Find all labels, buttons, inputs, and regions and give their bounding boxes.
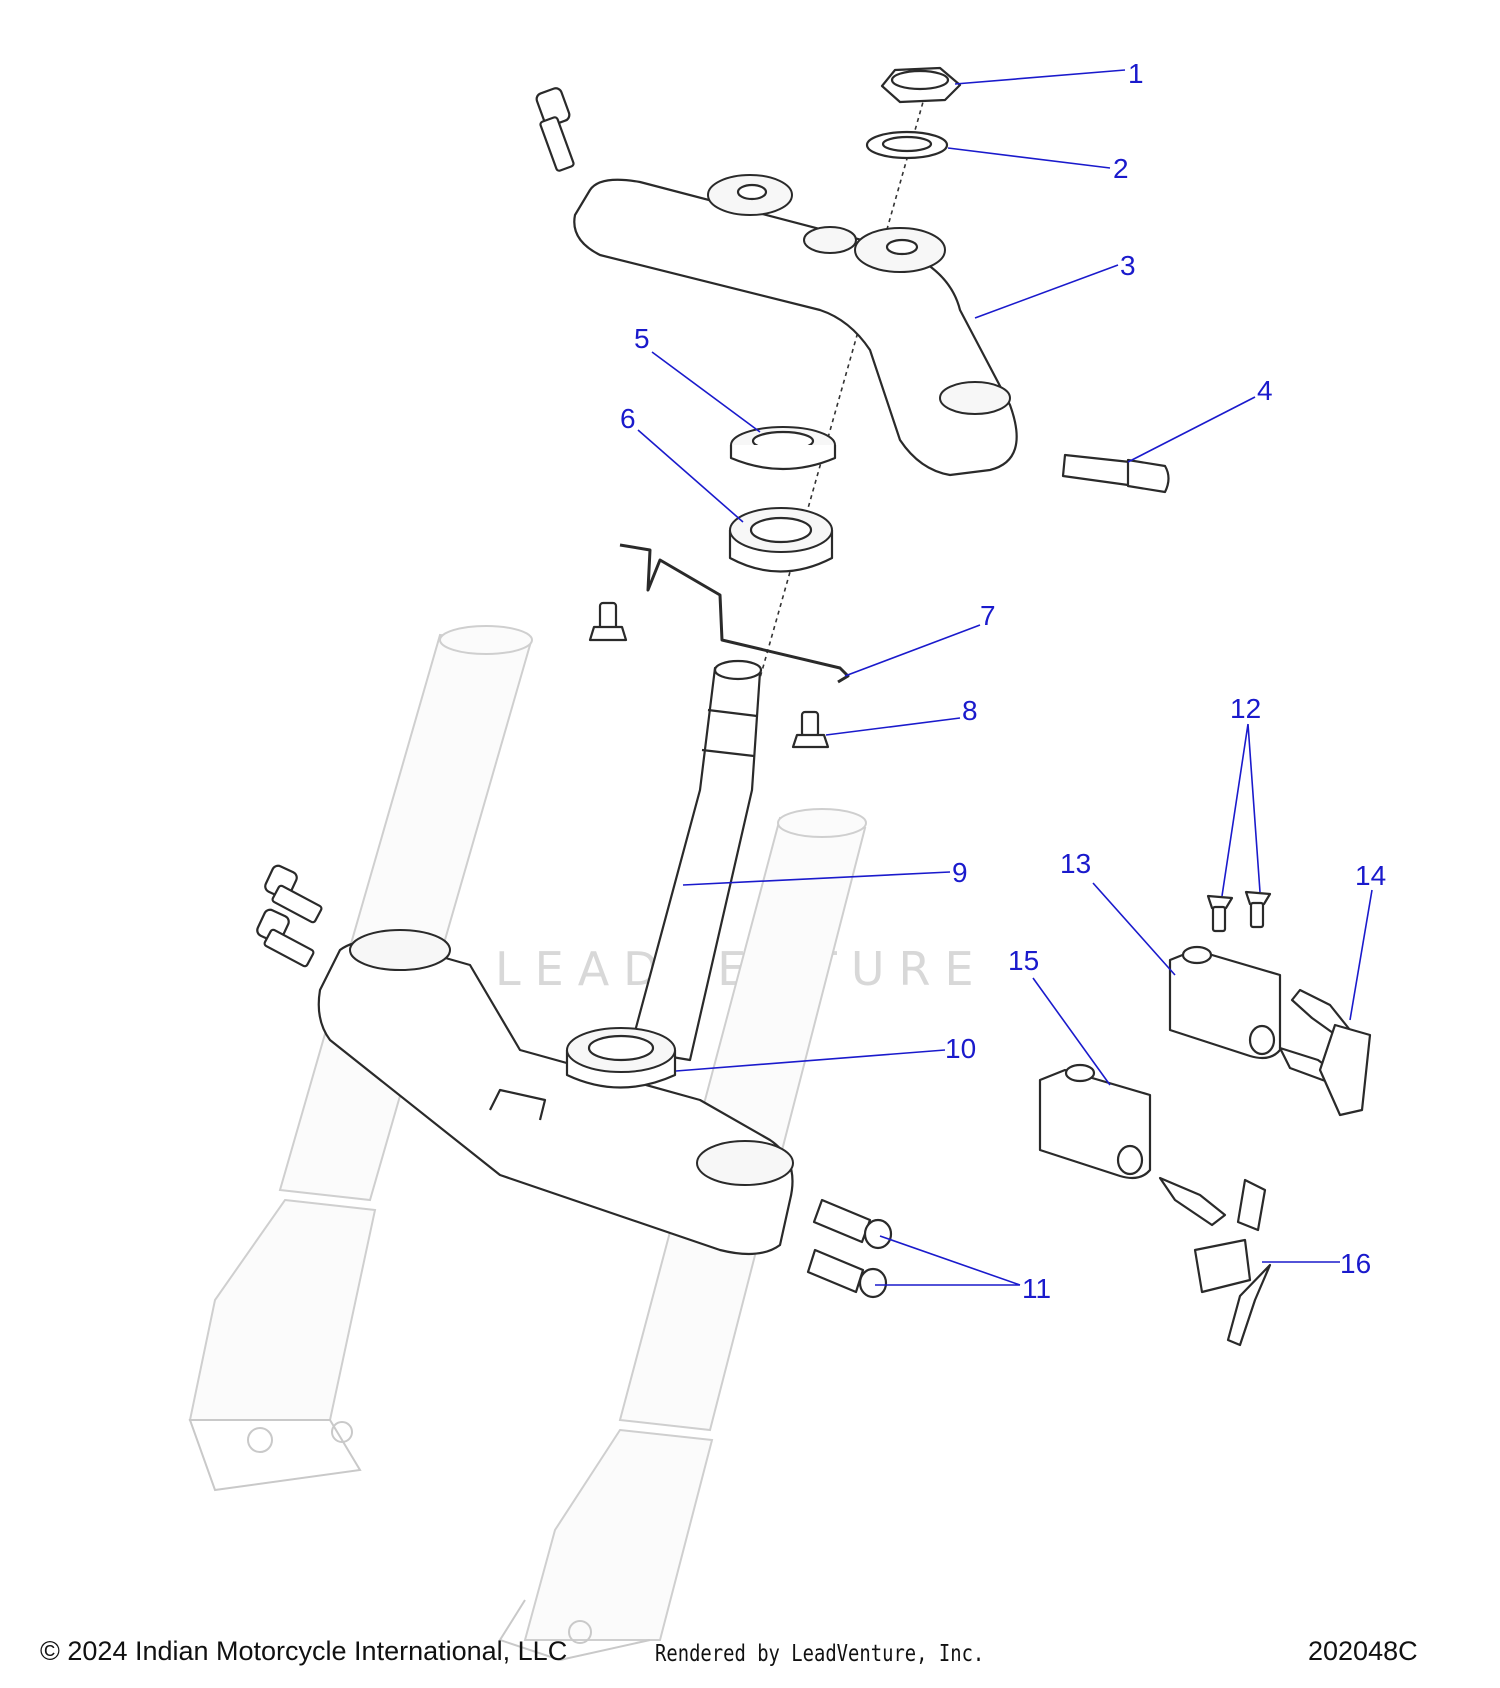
leader-lines	[637, 69, 1373, 1286]
callout-5: 5	[634, 323, 650, 354]
drawing-number: 202048C	[1308, 1636, 1418, 1666]
callout-10: 10	[945, 1033, 976, 1064]
wire-bracket	[619, 543, 850, 684]
callout-3: 3	[1120, 250, 1136, 281]
pinch-bolt	[1061, 453, 1170, 494]
lower-clamp-bolts-right	[806, 1198, 893, 1299]
stem-washer	[865, 130, 949, 160]
callout-labels: 1 2 3 4 5 6 7 8 9 10 11 12 13 14 15 16	[620, 58, 1386, 1304]
lock-cylinder-lower	[1038, 1063, 1152, 1180]
fork-tube-left	[188, 625, 533, 1492]
callout-2: 2	[1113, 153, 1129, 184]
lower-clamp-bolts-left	[256, 864, 323, 968]
callout-6: 6	[620, 403, 636, 434]
callout-13: 13	[1060, 848, 1091, 879]
callout-1: 1	[1128, 58, 1144, 89]
bracket-bolt	[588, 601, 628, 642]
upper-triple-clamp	[573, 174, 1018, 477]
keys-lower-with-tag	[1158, 1176, 1272, 1347]
steering-stem	[628, 659, 763, 1062]
bolt-upper-left	[535, 87, 575, 172]
lower-triple-clamp	[317, 929, 794, 1256]
callout-16: 16	[1340, 1248, 1371, 1279]
lock-cylinder-upper	[1168, 945, 1282, 1060]
callout-12: 12	[1230, 693, 1261, 724]
callout-7: 7	[980, 600, 996, 631]
callout-11: 11	[1022, 1273, 1051, 1304]
lock-screws	[1206, 890, 1272, 933]
callout-8: 8	[962, 695, 978, 726]
rendered-by-credit: Rendered by LeadVenture, Inc.	[655, 1641, 985, 1667]
callout-14: 14	[1355, 860, 1386, 891]
upper-bearing	[728, 507, 834, 573]
steering-axis-line	[757, 94, 926, 686]
stem-nut	[880, 66, 962, 104]
callout-9: 9	[952, 857, 968, 888]
keys-upper	[1278, 988, 1372, 1117]
adjusting-nut	[729, 426, 837, 471]
lower-bearing	[565, 1027, 677, 1089]
callout-4: 4	[1257, 375, 1273, 406]
copyright-notice: © 2024 Indian Motorcycle International, …	[40, 1636, 568, 1666]
callout-15: 15	[1008, 945, 1039, 976]
small-bolt	[791, 710, 830, 749]
